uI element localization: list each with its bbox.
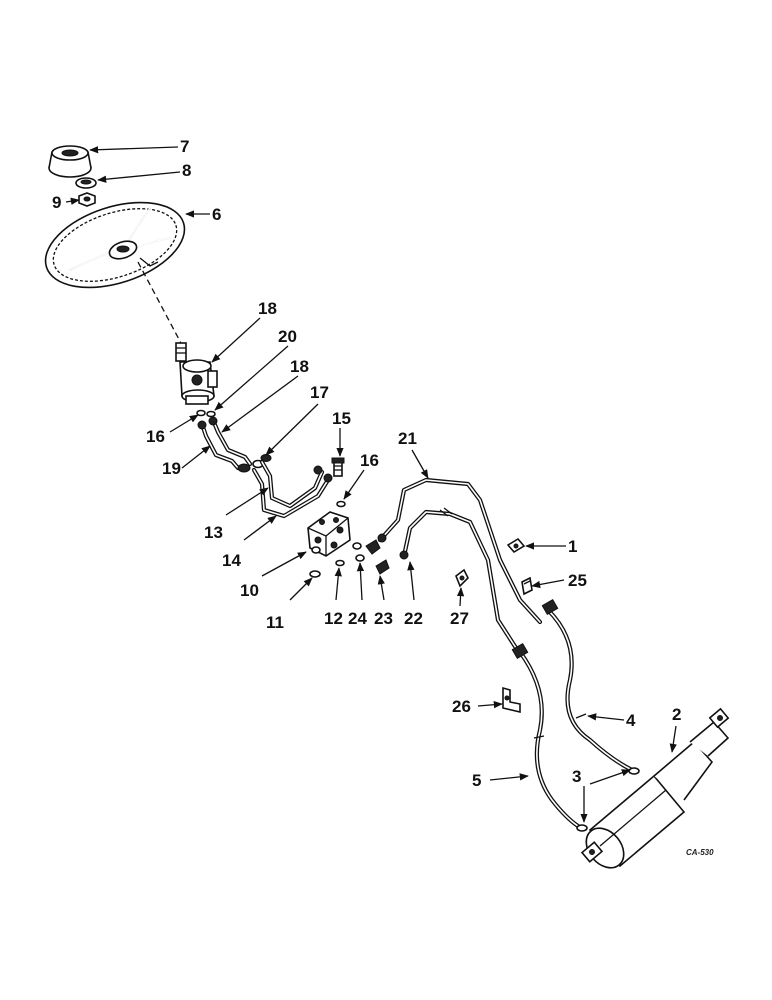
callout-5: 5	[472, 771, 482, 790]
callout-4: 4	[626, 711, 636, 730]
valve-block-part-10	[307, 511, 351, 557]
callout-14: 14	[222, 551, 241, 570]
callout-20: 20	[278, 327, 297, 346]
callout-18-upper: 18	[290, 357, 309, 376]
o-ring-part-16-lower	[336, 500, 346, 508]
callout-24: 24	[348, 609, 367, 628]
tube-part-13	[259, 459, 325, 509]
callout-10: 10	[240, 581, 259, 600]
callout-19: 18	[258, 299, 277, 318]
o-ring-part-16	[196, 409, 206, 417]
callout-27: 27	[450, 609, 469, 628]
steering-cylinder-part-2	[580, 707, 730, 869]
callout-12: 12	[324, 609, 343, 628]
tube-part-18	[197, 416, 253, 471]
callout-11: 11	[266, 613, 284, 632]
leader-lines	[65, 146, 677, 823]
clip-part-27	[455, 568, 469, 588]
fitting-part-15	[331, 457, 345, 477]
clip-part-1	[506, 537, 526, 554]
hose-part-5	[511, 642, 581, 829]
callout-8: 8	[182, 161, 192, 180]
elbow-part-23	[365, 539, 390, 575]
o-ring-part-24	[352, 542, 365, 562]
hose-part-21	[377, 477, 543, 625]
callout-16-lower: 16	[360, 451, 379, 470]
callout-22: 22	[404, 609, 423, 628]
bracket-part-25	[502, 686, 521, 714]
washer-part-8	[75, 177, 97, 189]
callout-26: 25	[568, 571, 587, 590]
callout-9: 9	[52, 193, 62, 212]
callout-25: 26	[452, 697, 471, 716]
callout-15: 15	[332, 409, 351, 428]
hub-cap-part-7	[48, 145, 92, 178]
hose-part-22	[399, 507, 519, 651]
o-ring-part-20	[206, 410, 216, 418]
tube-part-14	[251, 465, 333, 519]
callout-1: 1	[568, 537, 578, 556]
clip-part-26	[521, 576, 533, 596]
diagram-code: CA-530	[686, 848, 714, 857]
o-ring-part-11	[309, 570, 321, 578]
callout-13: 13	[204, 523, 223, 542]
callout-23: 23	[374, 609, 393, 628]
callout-2: 2	[672, 705, 682, 724]
callout-18-lower: 19	[162, 459, 181, 478]
callout-16-upper: 16	[146, 427, 165, 446]
callout-6: 6	[212, 205, 222, 224]
nut-part-9	[78, 192, 96, 207]
hose-part-4	[541, 598, 635, 773]
o-ring-part-12	[335, 559, 345, 567]
callout-3: 3	[572, 767, 582, 786]
callout-7: 7	[180, 137, 190, 156]
steering-wheel-part-6	[44, 201, 186, 289]
steering-valve-part-19	[175, 342, 218, 405]
callout-21: 21	[398, 429, 417, 448]
callout-17: 17	[310, 383, 329, 402]
